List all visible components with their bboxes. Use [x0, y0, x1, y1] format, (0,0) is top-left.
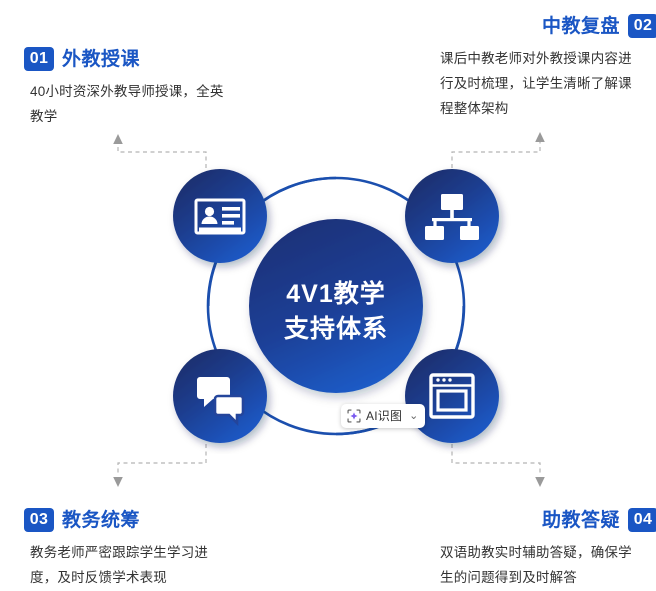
feature-title-03: 教务统筹 — [62, 509, 141, 531]
feature-heading-02: 中教复盘 02 — [440, 14, 656, 38]
feature-title-01: 外教授课 — [62, 48, 141, 70]
arrowhead-br — [535, 477, 545, 487]
feature-heading-01: 01 外教授课 — [24, 47, 242, 71]
feature-block-01: 01 外教授课 40小时资深外教导师授课，全英教学 — [24, 47, 242, 130]
chevron-down-icon[interactable]: ⌄ — [409, 409, 419, 422]
arrowhead-tl — [113, 134, 123, 144]
feature-desc-01: 40小时资深外教导师授课，全英教学 — [30, 84, 224, 124]
feature-heading-03: 03 教务统筹 — [24, 508, 242, 532]
arrowhead-tr — [535, 132, 545, 142]
sitemap-icon — [425, 194, 479, 240]
feature-title-04: 助教答疑 — [541, 509, 620, 531]
feature-desc-04: 双语助教实时辅助答疑，确保学生的问题得到及时解答 — [440, 545, 632, 585]
ai-scan-icon — [347, 409, 361, 423]
feature-desc-02: 课后中教老师对外教授课内容进行及时梳理，让学生清晰了解课程整体架构 — [440, 51, 632, 116]
core-title-line1: 4V1教学 — [286, 279, 385, 308]
app-window-icon — [429, 373, 475, 419]
feature-heading-04: 助教答疑 04 — [440, 508, 656, 532]
feature-number-01: 01 — [24, 47, 54, 71]
feature-block-03: 03 教务统筹 教务老师严密跟踪学生学习进度，及时反馈学术表现 — [24, 508, 242, 591]
node-circle-top-left[interactable] — [173, 169, 267, 263]
core-title-line2: 支持体系 — [284, 315, 388, 343]
node-circle-top-right[interactable] — [405, 169, 499, 263]
ai-recognize-button[interactable]: AI识图 ⌄ — [341, 404, 426, 428]
feature-number-04: 04 — [628, 508, 656, 532]
central-diagram: 4V1教学 支持体系 — [173, 169, 499, 443]
feature-block-04: 助教答疑 04 双语助教实时辅助答疑，确保学生的问题得到及时解答 — [440, 508, 656, 591]
node-circle-bottom-left[interactable] — [173, 349, 267, 443]
feature-desc-03: 教务老师严密跟踪学生学习进度，及时反馈学术表现 — [30, 545, 209, 585]
arrowhead-bl — [113, 477, 123, 487]
id-card-icon — [194, 198, 246, 235]
ai-recognize-label: AI识图 — [366, 409, 403, 423]
feature-number-02: 02 — [628, 14, 656, 38]
feature-block-02: 中教复盘 02 课后中教老师对外教授课内容进行及时梳理，让学生清晰了解课程整体架… — [440, 14, 656, 122]
core-circle[interactable]: 4V1教学 支持体系 — [249, 219, 423, 393]
feature-title-02: 中教复盘 — [541, 15, 620, 37]
chat-bubbles-icon — [197, 377, 245, 427]
feature-number-03: 03 — [24, 508, 54, 532]
node-circle-bottom-right[interactable] — [405, 349, 499, 443]
